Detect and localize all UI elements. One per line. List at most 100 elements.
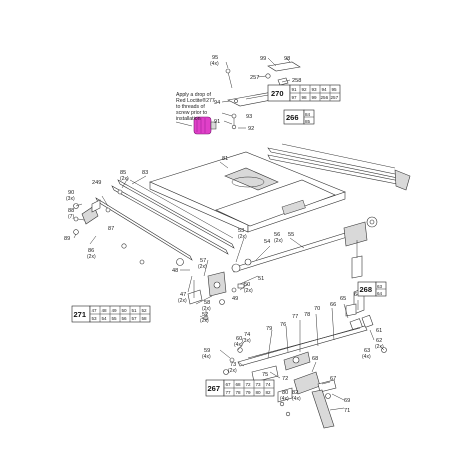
callout-60-qty: (4x) — [234, 342, 243, 348]
callout-82: 82 — [292, 390, 298, 396]
table-top-group — [81, 143, 411, 261]
callout-58-qty: (2x) — [202, 306, 211, 312]
ref-271-cell: 50 — [122, 308, 128, 313]
ref-267-cell: 77 — [226, 390, 232, 395]
callout-62: 62 — [376, 338, 382, 344]
note-line-5: installation — [176, 116, 201, 122]
ref-270-cell: 91 — [292, 87, 298, 92]
ref-266-cell: 84 — [305, 112, 311, 117]
ref-267-cell: 80 — [256, 390, 262, 395]
callout-68: 68 — [312, 356, 318, 362]
part-92-nut — [231, 124, 237, 130]
callout-87: 87 — [108, 226, 114, 232]
callout-labels: 99 98 95 (4x) 257 258 94 93 91 92 81 83 … — [64, 55, 384, 414]
ref-270-cell: 92 — [302, 87, 308, 92]
part-91-knob-highlighted — [193, 116, 217, 135]
callout-55: 55 — [288, 232, 294, 238]
ref-271-cell: 48 — [102, 308, 108, 313]
ref-box-271: 271 47 48 49 50 51 52 53 54 55 56 57 58 — [71, 305, 151, 323]
ref-267-cell: 82 — [266, 390, 272, 395]
callout-74-qty: (3x) — [242, 338, 251, 344]
bottom-linkage — [223, 325, 368, 429]
callout-95: 95 — [212, 55, 218, 61]
callout-258: 258 — [292, 78, 301, 84]
callout-69: 69 — [344, 398, 350, 404]
callout-81: 81 — [222, 156, 228, 162]
ref-270-cell: 99 — [312, 95, 318, 100]
part-93-screw — [231, 113, 237, 119]
ref-box-267: 267 67 68 72 73 74 77 78 79 80 82 — [205, 379, 275, 397]
callout-90: 90 — [68, 190, 74, 196]
callout-51: 51 — [258, 276, 264, 282]
callout-257: 257 — [250, 75, 259, 81]
callout-88: 88 — [68, 208, 74, 214]
callout-56: 56 — [274, 232, 280, 238]
callout-58: 58 — [204, 300, 210, 306]
ref-271-cell: 56 — [122, 316, 128, 321]
callout-75: 75 — [262, 372, 268, 378]
callout-65: 65 — [340, 296, 346, 302]
callout-86-qty: (2x) — [87, 254, 96, 260]
loctite-note: Apply a drop of Red Loctite®277 to threa… — [176, 92, 215, 122]
ref-270-cell: 94 — [322, 87, 328, 92]
ref-box-266: 266 84 85 — [283, 109, 315, 125]
callout-47-qty: (2x) — [178, 298, 187, 304]
part-69-handle — [311, 389, 335, 429]
note-line-3: to threads of — [176, 104, 205, 110]
ref-270-cell: 97 — [292, 95, 298, 100]
callout-85: 85 — [120, 170, 126, 176]
callout-73-qty: (2x) — [228, 368, 237, 374]
part-83-rail — [117, 179, 235, 249]
callout-80-qty: (4x) — [280, 396, 289, 402]
callout-57-qty: (2x) — [198, 264, 207, 270]
callout-62-qty: (2x) — [375, 344, 384, 350]
ref-271-cell: 51 — [132, 308, 138, 313]
callout-66: 66 — [330, 302, 336, 308]
callout-78: 78 — [304, 312, 310, 318]
part-86-rail — [95, 197, 193, 261]
callout-86: 86 — [88, 248, 94, 254]
callout-88-qty: (7) — [68, 214, 74, 220]
ref-267-cell: 73 — [256, 382, 262, 387]
callout-57: 57 — [200, 258, 206, 264]
callout-76: 76 — [280, 322, 286, 328]
ref-271-cell: 52 — [142, 308, 148, 313]
callout-79: 79 — [266, 326, 272, 332]
callout-70: 70 — [314, 306, 320, 312]
ref-270-cell: 98 — [302, 95, 308, 100]
callout-91: 91 — [214, 119, 220, 125]
callout-60: 60 — [236, 336, 242, 342]
ref-box-268: 268 63 64 — [357, 281, 387, 297]
ref-box-270-title: 270 — [271, 89, 284, 98]
callout-74: 74 — [244, 332, 250, 338]
callout-64: 64 — [354, 292, 360, 298]
callout-93: 93 — [246, 114, 252, 120]
note-line-1: Apply a drop of — [176, 92, 211, 98]
callout-47: 47 — [180, 292, 186, 298]
callout-90-qty: (3x) — [66, 196, 75, 202]
callout-49: 49 — [232, 296, 238, 302]
ref-267-cell: 72 — [246, 382, 252, 387]
ref-271-cell: 53 — [92, 316, 98, 321]
ref-box-270: 270 91 92 93 94 95 97 98 99 256 257 — [267, 84, 341, 102]
callout-80: 80 — [282, 390, 288, 396]
ref-268-cell: 63 — [377, 284, 383, 289]
callout-59: 59 — [204, 348, 210, 354]
callout-53: 53 — [238, 228, 244, 234]
callout-48: 48 — [172, 268, 178, 274]
ref-box-266-title: 266 — [286, 113, 299, 122]
callout-99: 99 — [260, 56, 266, 62]
callout-82-qty: (4x) — [292, 396, 301, 402]
callout-92: 92 — [248, 126, 254, 132]
callout-50: 50 — [244, 282, 250, 288]
callout-73: 73 — [230, 362, 236, 368]
note-line-2: Red Loctite®277 — [176, 97, 215, 104]
part-95-screw — [225, 68, 231, 74]
ref-270-cell: 257 — [331, 95, 339, 100]
callout-77: 77 — [292, 314, 298, 320]
ref-270-cell: 93 — [312, 87, 318, 92]
shaft-group — [176, 216, 378, 321]
ref-266-cell: 85 — [305, 119, 311, 124]
ref-box-271-title: 271 — [74, 310, 87, 319]
ref-267-cell: 79 — [246, 390, 252, 395]
